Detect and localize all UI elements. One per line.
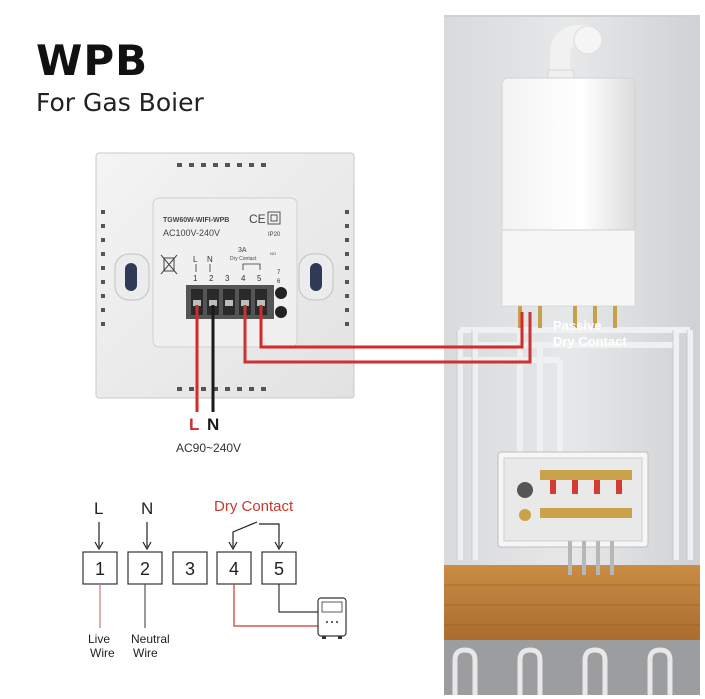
schematic-terminal-4	[216, 551, 252, 585]
schematic-terminal-3-label: 3	[185, 559, 195, 579]
room-scene: Passive Dry Contact	[444, 15, 700, 695]
manifold-cabinet	[497, 451, 649, 575]
gas-boiler	[501, 25, 636, 328]
live-wire-line1: Live	[88, 632, 110, 646]
schematic-terminal-3	[172, 551, 208, 585]
schematic: L N Dry Contact 1 2 3 4 5	[82, 498, 347, 660]
boiler-icon	[317, 597, 347, 639]
dry-contact-wire-5	[259, 305, 524, 349]
schematic-terminal-5	[261, 551, 297, 585]
floor-heating-pipes	[452, 647, 673, 695]
schematic-dry-contact-label: Dry Contact	[214, 498, 294, 515]
current-label: 3A	[238, 247, 247, 254]
ip-rating: IP20	[268, 232, 281, 238]
wiring	[195, 305, 532, 412]
terminal-top-7: 7	[277, 270, 281, 276]
thermostat-backplate: TGW60W-WIFI-WPB CE AC100V-240V IP20 3A D…	[95, 152, 355, 399]
schematic-terminal-4-label: 4	[229, 559, 239, 579]
passive-label: Passive	[553, 318, 601, 333]
terminal-num-1: 1	[193, 274, 198, 283]
neutral-wire-line1: Neutral	[131, 632, 170, 646]
terminal-top-labels: L N 1 2 3 4 5 7 6	[193, 255, 281, 285]
dry-contact-label: Dry Contact	[553, 334, 627, 349]
live-wire-line2: Wire	[90, 646, 115, 660]
dry-contact-switch-symbol	[228, 521, 284, 551]
terminal-top-l: L	[193, 255, 198, 264]
model-label: TGW60W-WIFI-WPB	[163, 217, 229, 224]
no-label: NO	[270, 251, 276, 256]
schematic-terminal-1-label: 1	[95, 559, 105, 579]
schematic-terminal-5-label: 5	[274, 559, 284, 579]
wall-pipes	[457, 327, 693, 560]
dry-contact-small: Dry Contact	[230, 256, 257, 262]
ce-mark: CE	[249, 212, 266, 226]
vent-bottom	[177, 387, 266, 391]
terminal-num-5: 5	[257, 274, 262, 283]
terminal-top-6: 6	[277, 279, 281, 285]
page-subtitle: For Gas Boier	[36, 88, 204, 117]
voltage-label: AC100V-240V	[163, 228, 220, 238]
schematic-l-label: L	[94, 499, 103, 518]
schematic-n-label: N	[141, 499, 153, 518]
terminal-num-2: 2	[209, 274, 214, 283]
power-n-label: N	[207, 415, 219, 434]
page-title: WPB	[36, 36, 149, 85]
vent-left	[101, 210, 105, 326]
power-range-label: AC90~240V	[176, 441, 241, 455]
dry-contact-wire-4	[243, 305, 532, 364]
vent-right	[345, 210, 349, 326]
neutral-wire-line2: Wire	[133, 646, 158, 660]
schematic-terminal-2-label: 2	[140, 559, 150, 579]
weee-bin-icon	[160, 254, 178, 275]
terminal-num-4: 4	[241, 274, 246, 283]
terminal-top-n: N	[207, 255, 213, 264]
vent-top	[177, 163, 266, 167]
terminal-num-3: 3	[225, 274, 230, 283]
power-l-label: L	[189, 415, 199, 434]
